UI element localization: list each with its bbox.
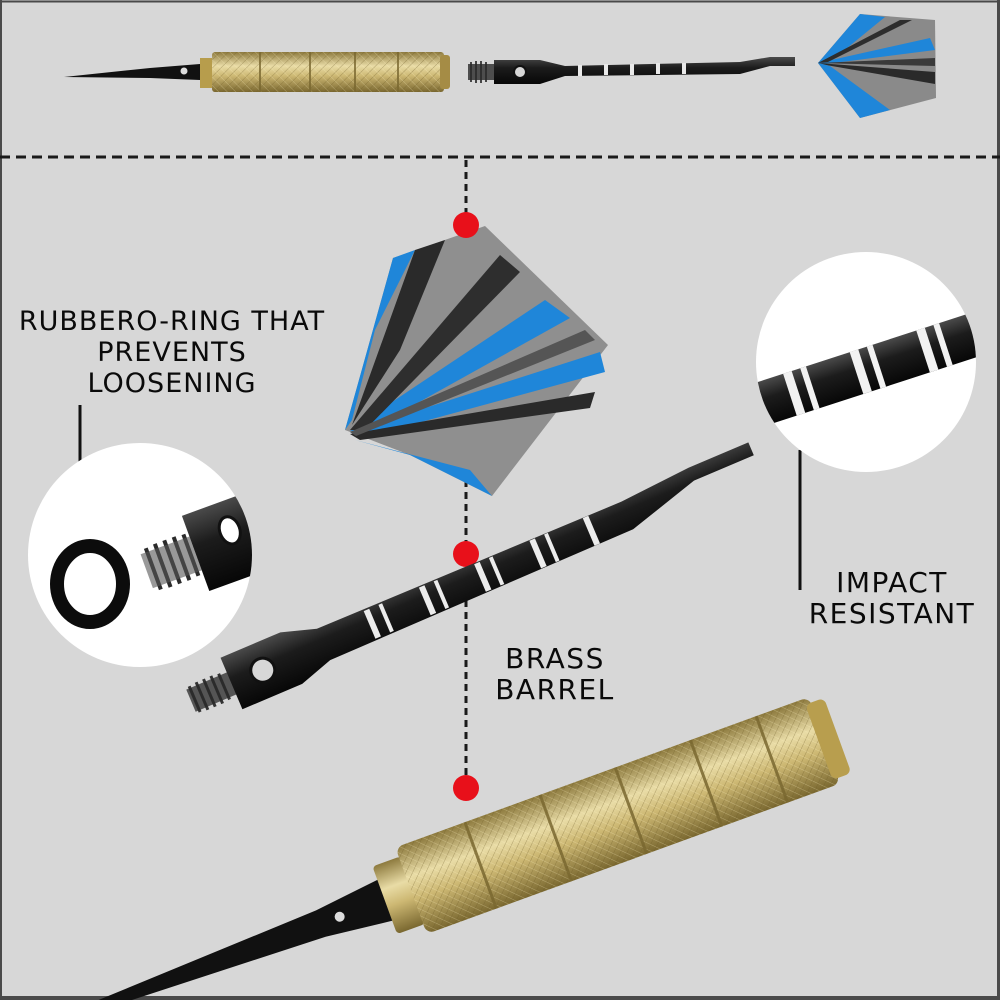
top-dart-tip-and-barrel: [64, 52, 450, 92]
marker-dot-barrel: [453, 775, 479, 801]
top-dart-shaft: [468, 57, 795, 84]
bottom-border: [0, 996, 1000, 1000]
impact-detail-callout: [756, 252, 976, 472]
oring-icon: [50, 539, 130, 629]
marker-dot-flight: [453, 212, 479, 238]
marker-dot-shaft: [453, 541, 479, 567]
large-dart-shaft: [186, 442, 754, 713]
right-border: [997, 0, 1000, 1000]
left-border: [0, 0, 2, 1000]
top-dart-flight: [818, 14, 936, 118]
large-brass-barrel: [93, 699, 850, 1005]
top-border: [0, 0, 1000, 3]
large-dart-flight: [345, 226, 608, 496]
